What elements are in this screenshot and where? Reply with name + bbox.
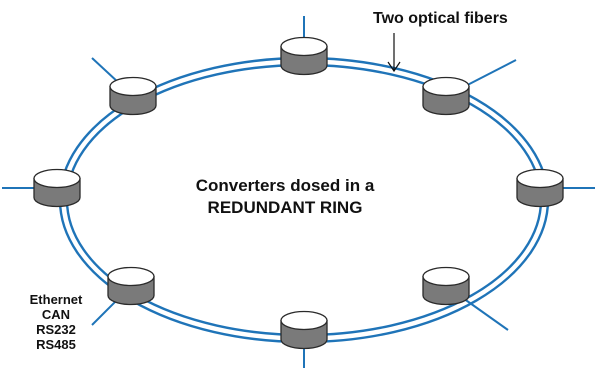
pointer-arrowhead <box>387 61 401 73</box>
converters <box>33 36 564 350</box>
converter-top <box>280 36 328 57</box>
converter-top <box>422 76 470 97</box>
center-title-line2: REDUNDANT RING <box>207 198 363 217</box>
converter-left <box>33 168 81 208</box>
protocol-list: Ethernet CAN RS232 RS485 <box>26 292 86 352</box>
converter-bottom-right <box>422 266 470 306</box>
converter-top <box>107 266 155 287</box>
fiber-label: Two optical fibers <box>373 10 508 27</box>
converter-top-left <box>109 76 157 116</box>
center-title-line1: Converters dosed in a <box>195 176 375 195</box>
protocol-ethernet: Ethernet <box>29 292 83 307</box>
converter-bottom <box>280 310 328 350</box>
converter-top <box>280 310 328 331</box>
converter-top <box>109 76 157 97</box>
converter-top <box>33 168 81 189</box>
converter-top-right <box>422 76 470 116</box>
converter-top <box>422 266 470 287</box>
center-title: Converters dosed in a REDUNDANT RING <box>150 175 420 219</box>
converter-right <box>516 168 564 208</box>
converter-top <box>280 36 328 76</box>
converter-top <box>516 168 564 189</box>
protocol-rs485: RS485 <box>36 337 76 352</box>
protocol-can: CAN <box>41 307 71 322</box>
protocol-rs232: RS232 <box>36 322 76 337</box>
fiber-pointer <box>387 33 401 73</box>
converter-bottom-left <box>107 266 155 306</box>
